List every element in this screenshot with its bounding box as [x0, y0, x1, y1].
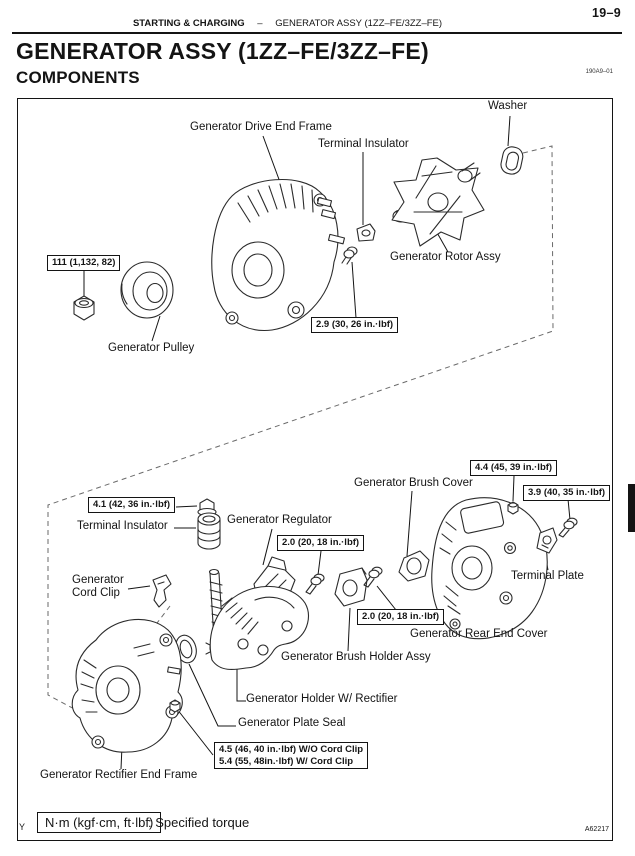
running-header-section: STARTING & CHARGING — [132, 18, 245, 29]
terminal-nut-drawing — [197, 498, 217, 517]
label-terminal-insulator-lower: Terminal Insulator — [77, 520, 168, 532]
page-marker: Y — [19, 822, 26, 832]
label-plate-seal: Generator Plate Seal — [238, 717, 346, 729]
terminal-insulator-lower-drawing — [197, 512, 221, 550]
running-header: STARTING & CHARGING – GENERATOR ASSY (1Z… — [0, 18, 575, 29]
label-rear-end-cover: Generator Rear End Cover — [410, 628, 548, 640]
torque-pulley-nut: 111 (1,132, 82) — [47, 255, 121, 271]
torque-end-frame-line1: 4.5 (46, 40 in.·lbf) W/O Cord Clip — [219, 744, 364, 755]
rotor-assy-drawing — [391, 157, 485, 247]
label-drive-end-frame: Generator Drive End Frame — [190, 121, 332, 133]
rear-end-cover-drawing — [431, 497, 548, 640]
rectifier-end-frame-drawing — [71, 618, 183, 753]
label-holder-w-rectifier: Generator Holder W/ Rectifier — [246, 693, 398, 705]
label-rectifier-end-frame: Generator Rectifier End Frame — [40, 769, 198, 781]
page-number: 19–9 — [591, 6, 621, 20]
torque-terminal-nut: 4.1 (42, 36 in.·lbf) — [88, 497, 176, 513]
construction-dashes — [47, 145, 554, 713]
washer-drawing — [500, 146, 524, 175]
figure-number: A62217 — [584, 826, 609, 833]
pulley-drawing — [120, 261, 174, 319]
brush-cover-drawing — [398, 550, 430, 582]
label-regulator: Generator Regulator — [227, 514, 332, 526]
rotor-screw-drawing — [341, 246, 358, 265]
regulator-screw-drawing — [305, 573, 325, 595]
running-header-subsection: GENERATOR ASSY (1ZZ–FE/3ZZ–FE) — [275, 18, 443, 29]
label-cord-clip: Generator Cord Clip — [72, 574, 124, 599]
label-rotor-assy: Generator Rotor Assy — [390, 251, 501, 263]
torque-regulator-screw: 2.0 (20, 18 in.·lbf) — [277, 535, 365, 551]
torque-brush-cover-nut: 4.4 (45, 39 in.·lbf) — [470, 460, 558, 476]
drive-end-frame-drawing — [211, 178, 346, 331]
label-terminal-plate: Terminal Plate — [511, 570, 584, 582]
label-terminal-insulator-top: Terminal Insulator — [318, 138, 409, 150]
revision-code: 190A9–01 — [585, 69, 613, 75]
running-header-separator: – — [257, 18, 263, 29]
header-rule — [12, 32, 622, 34]
brush-holder-drawing — [334, 567, 368, 607]
brush-cover-nut-drawing — [507, 501, 519, 515]
page-title: GENERATOR ASSY (1ZZ–FE/3ZZ–FE) — [16, 38, 429, 64]
pulley-nut-drawing — [73, 295, 95, 321]
brush-holder-screw-drawing — [363, 566, 383, 588]
label-cord-clip-line1: Generator — [72, 574, 124, 586]
torque-end-frame: 4.5 (46, 40 in.·lbf) W/O Cord Clip 5.4 (… — [214, 742, 369, 769]
label-pulley: Generator Pulley — [108, 342, 195, 354]
cord-clip-drawing — [152, 574, 172, 608]
page-edge-tab — [628, 484, 635, 532]
label-cord-clip-line2: Cord Clip — [72, 586, 120, 599]
components-heading: COMPONENTS — [16, 68, 140, 87]
terminal-insulator-top-drawing — [356, 223, 376, 242]
torque-legend-box: N·m (kgf·cm, ft·lbf) — [37, 812, 162, 833]
holder-w-rectifier-drawing — [209, 585, 309, 671]
torque-terminal-plate-screw: 3.9 (40, 35 in.·lbf) — [523, 485, 611, 501]
torque-end-frame-line2: 5.4 (55, 48in.·lbf) W/ Cord Clip — [219, 755, 354, 767]
torque-rotor-screw: 2.9 (30, 26 in.·lbf) — [311, 317, 399, 333]
end-frame-nut-drawing — [169, 699, 181, 713]
terminal-plate-drawing — [536, 527, 558, 554]
torque-brush-holder-screw: 2.0 (20, 18 in.·lbf) — [357, 609, 445, 625]
label-brush-holder-assy: Generator Brush Holder Assy — [281, 651, 431, 663]
torque-legend-caption: : Specified torque — [148, 815, 250, 830]
terminal-plate-screw-drawing — [558, 517, 578, 538]
label-washer: Washer — [488, 100, 528, 112]
label-brush-cover: Generator Brush Cover — [354, 477, 473, 489]
